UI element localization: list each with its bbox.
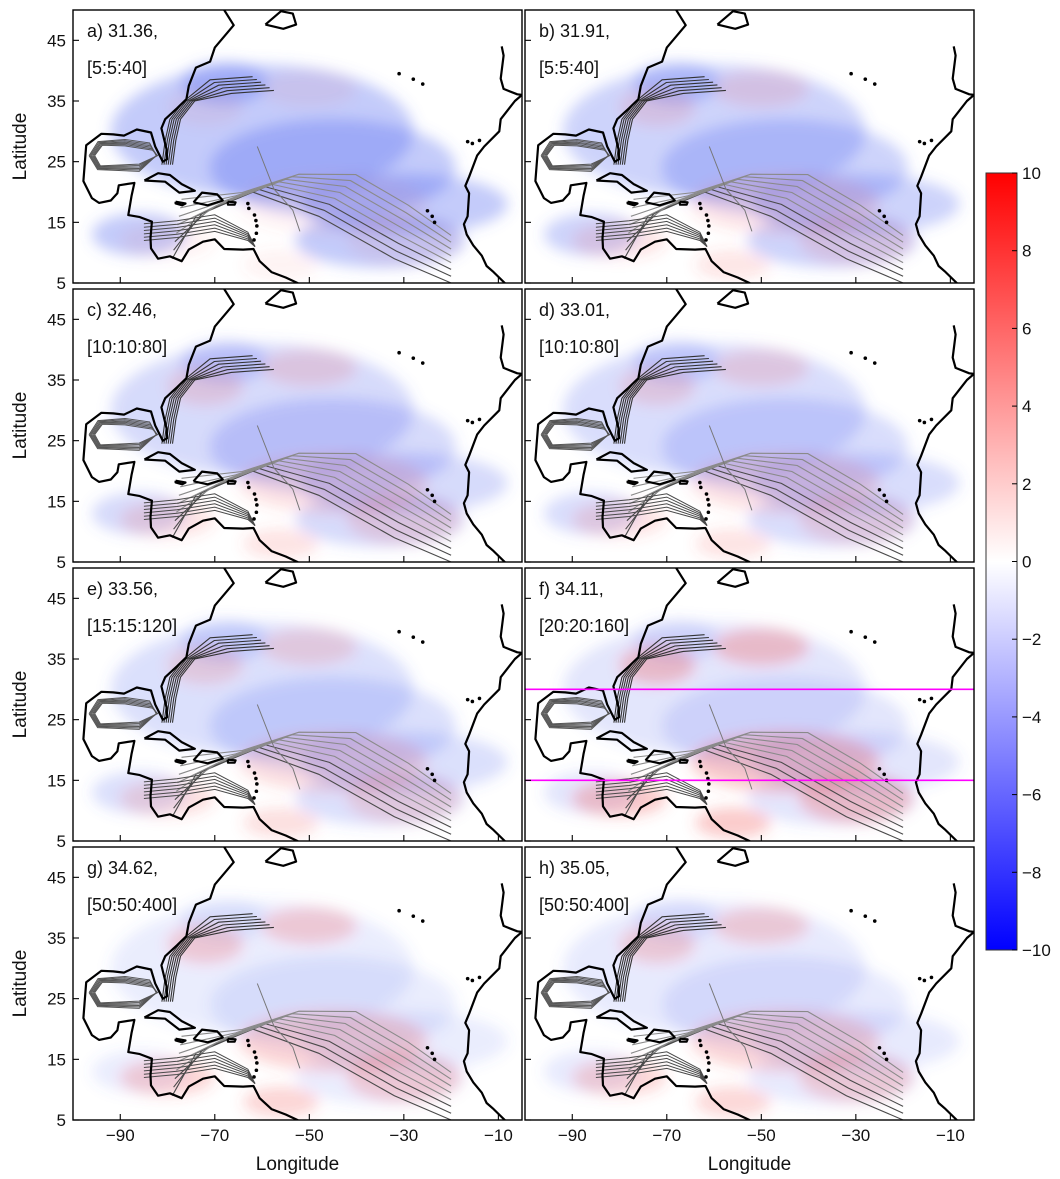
- y-axis-title: Latitude: [10, 113, 31, 181]
- contour-lines: [88, 355, 452, 562]
- panel-frame: [72, 567, 523, 842]
- contour-range: [5:5:40]: [539, 58, 599, 78]
- map-panel-c: 5 15 25 35 45 c) 32.46, [10:10:80]: [47, 288, 523, 572]
- y-axis-title: Latitude: [10, 392, 31, 460]
- y-tick-label: 35: [47, 371, 66, 390]
- coastline: [534, 10, 974, 283]
- y-tick-label: 45: [47, 868, 66, 887]
- y-axis-title: Latitude: [10, 950, 31, 1018]
- x-tick-label: −50: [747, 1126, 776, 1145]
- map-panel-f: f) 34.11, [20:20:160]: [524, 567, 975, 842]
- y-axis-title: Latitude: [10, 671, 31, 739]
- y-tick-label: 15: [47, 1050, 66, 1069]
- y-tick-label: 45: [47, 31, 66, 50]
- colorbar: 10 8 6 4 2 0 −2 −4 −6 −8 −10: [985, 164, 1051, 960]
- coastline: [82, 289, 522, 562]
- x-axis-title: Longitude: [708, 1154, 791, 1175]
- map-panel-a: 5 15 25 35 45 a) 31.36, [5:5:40]: [47, 9, 523, 293]
- contour-range: [5:5:40]: [87, 58, 147, 78]
- panel-frame: [72, 288, 523, 563]
- colorbar-tick-label: −2: [1022, 630, 1041, 649]
- panel-label: g) 34.62,: [87, 858, 158, 878]
- y-tick-label: 5: [57, 553, 66, 572]
- colorbar-tick-label: −8: [1022, 863, 1041, 882]
- colorbar-tick-label: 8: [1022, 242, 1031, 261]
- coastline: [534, 847, 974, 1120]
- contour-range: [10:10:80]: [539, 337, 619, 357]
- x-tick-label: −90: [106, 1126, 135, 1145]
- x-tick-label: −10: [484, 1126, 513, 1145]
- colorbar-tick-label: 4: [1022, 397, 1031, 416]
- colorbar-tick-label: −10: [1022, 941, 1051, 960]
- panel-label: h) 35.05,: [539, 858, 610, 878]
- y-tick-label: 5: [57, 274, 66, 293]
- contour-lines: [540, 634, 904, 841]
- coastline: [534, 289, 974, 562]
- panel-frame: [524, 9, 975, 284]
- contour-range: [10:10:80]: [87, 337, 167, 357]
- x-axis-title: Longitude: [256, 1154, 339, 1175]
- contour-range: [50:50:400]: [539, 895, 629, 915]
- anomaly-field: [91, 61, 508, 280]
- colorbar-tick-label: −6: [1022, 786, 1041, 805]
- x-tick-label: −10: [936, 1126, 965, 1145]
- map-panel-e: 5 15 25 35 45 e) 33.56, [15:15:120]: [47, 567, 523, 851]
- colorbar-tick-label: 0: [1022, 553, 1031, 572]
- y-tick-label: 35: [47, 92, 66, 111]
- panel-frame: [524, 288, 975, 563]
- x-tick-label: −30: [389, 1126, 418, 1145]
- y-tick-label: 5: [57, 832, 66, 851]
- panel-label: c) 32.46,: [87, 300, 157, 320]
- colorbar-tick-label: −4: [1022, 708, 1041, 727]
- panel-frame: [524, 846, 975, 1121]
- contour-lines: [540, 355, 904, 562]
- x-tick-label: −90: [558, 1126, 587, 1145]
- y-tick-label: 45: [47, 310, 66, 329]
- contour-lines: [88, 76, 452, 283]
- contour-lines: [540, 913, 904, 1120]
- y-tick-label: 15: [47, 213, 66, 232]
- coastline: [82, 847, 522, 1120]
- panel-frame: [72, 846, 523, 1121]
- panel-label: a) 31.36,: [87, 21, 158, 41]
- panel-label: f) 34.11,: [539, 579, 604, 599]
- x-tick-label: −70: [652, 1126, 681, 1145]
- contour-range: [50:50:400]: [87, 895, 177, 915]
- contour-range: [15:15:120]: [87, 616, 177, 636]
- coastline: [534, 568, 974, 841]
- y-tick-label: 5: [57, 1111, 66, 1130]
- y-tick-label: 25: [47, 432, 66, 451]
- panel-label: b) 31.91,: [539, 21, 610, 41]
- panel-label: d) 33.01,: [539, 300, 610, 320]
- panel-label: e) 33.56,: [87, 579, 158, 599]
- panel-frame: [524, 567, 975, 842]
- y-tick-label: 25: [47, 153, 66, 172]
- map-panel-h: −90 −70 −50 −30 −10 h) 35.05, [50:50:400]: [524, 846, 975, 1145]
- contour-range: [20:20:160]: [539, 616, 629, 636]
- panel-frame: [72, 9, 523, 284]
- y-tick-label: 15: [47, 492, 66, 511]
- x-tick-label: −30: [841, 1126, 870, 1145]
- y-tick-label: 25: [47, 990, 66, 1009]
- y-tick-label: 35: [47, 929, 66, 948]
- x-tick-label: −50: [295, 1126, 324, 1145]
- y-tick-label: 25: [47, 711, 66, 730]
- colorbar-tick-label: 10: [1022, 164, 1041, 183]
- coastline: [82, 10, 522, 283]
- colorbar-tick-label: 6: [1022, 319, 1031, 338]
- map-panel-d: d) 33.01, [10:10:80]: [524, 288, 975, 563]
- map-panel-g: −90 −70 −50 −30 −10 5 15 25 35 45 g) 34.62, [50:50:…: [47, 846, 523, 1145]
- y-tick-label: 15: [47, 771, 66, 790]
- contour-lines: [540, 76, 904, 283]
- x-tick-label: −70: [200, 1126, 229, 1145]
- y-tick-label: 35: [47, 650, 66, 669]
- y-tick-label: 45: [47, 589, 66, 608]
- colorbar-tick-label: 2: [1022, 475, 1031, 494]
- coastline: [82, 568, 522, 841]
- map-panel-b: b) 31.91, [5:5:40]: [524, 9, 975, 284]
